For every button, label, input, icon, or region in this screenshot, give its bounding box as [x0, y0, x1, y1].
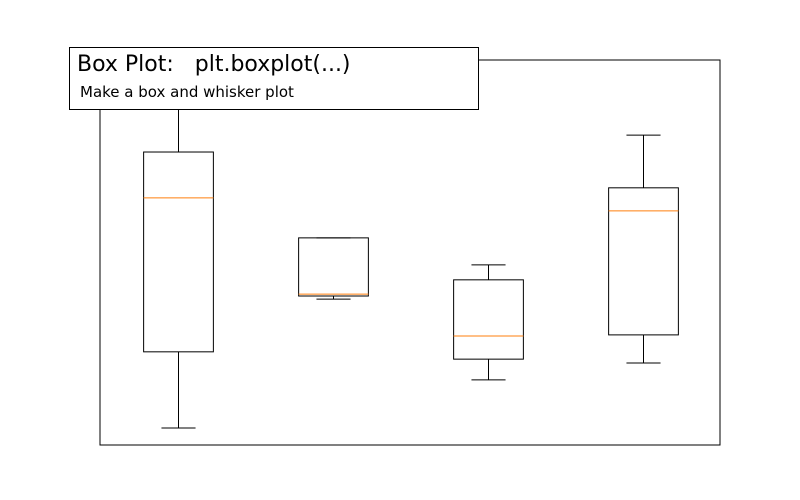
title-box-frame [69, 47, 479, 110]
chart-title: Box Plot: plt.boxplot(...) [77, 52, 351, 77]
box-4 [608, 134, 679, 364]
boxes-group [143, 89, 679, 429]
title-box: Box Plot: plt.boxplot(...) Make a box an… [69, 47, 479, 110]
axes-frame [99, 59, 721, 446]
chart-subtitle: Make a box and whisker plot [80, 83, 294, 101]
box-1 [143, 89, 214, 429]
box-iqr [453, 279, 524, 360]
box-2 [298, 237, 369, 300]
box-iqr [608, 187, 679, 336]
box-iqr [143, 151, 214, 353]
box-iqr [298, 237, 369, 297]
box-3 [453, 264, 524, 381]
